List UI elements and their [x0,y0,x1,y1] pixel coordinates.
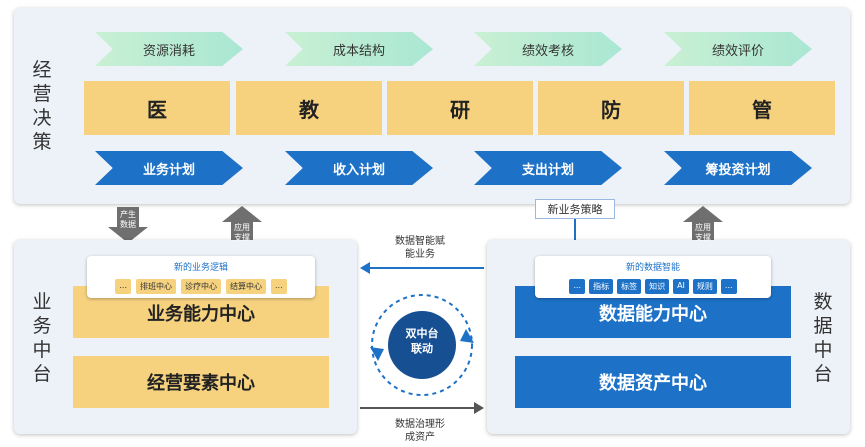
data-intelligence-box: 新的数据智能 ... 指标 标签 知识 AI 规则 ... [535,256,771,298]
chevron-top-2: 成本结构 [285,32,433,66]
empower-business-text: 数据智能赋能业务 [395,236,445,260]
arrow-up-support-right: 应用支撑 [683,206,723,242]
produce-data-label: 产生数据 [120,210,136,229]
domain-box-4: 防 [538,81,684,135]
business-side-label: 业务中台 [32,291,52,385]
dual-platform-circle [370,294,474,396]
chevron-bottom-3: 支出计划 [474,151,622,185]
decision-side-label: 经营决策 [32,59,52,153]
chevron-bottom-1: 业务计划 [95,151,243,185]
intel-chip-5: AI [673,279,689,294]
business-logic-title: 新的业务逻辑 [173,263,228,273]
intel-chip-4: 知识 [645,279,670,294]
empower-arrow-left [360,262,484,274]
business-logic-box: 新的业务逻辑 ... 排班中心 诊疗中心 结算中心 ... [87,256,315,298]
governance-text: 数据治理形成资产 [395,419,445,443]
logic-chip-5: ... [271,279,287,294]
intel-chip-1: ... [569,279,586,294]
arrow-up-support-left: 应用支撑 [222,206,262,242]
operation-elements-center: 经营要素中心 [73,356,329,408]
logic-chip-1: ... [115,279,131,294]
new-strategy-label: 新业务策略 [535,199,615,219]
governance-arrow-right [360,402,484,414]
intel-chip-6: 规则 [692,279,717,294]
chevron-bottom-2: 收入计划 [285,151,433,185]
chevron-top-1: 资源消耗 [95,32,243,66]
logic-chip-4: 结算中心 [226,279,266,294]
intel-chip-7: ... [720,279,737,294]
data-side-label: 数据中台 [813,291,833,385]
domain-box-5: 管 [689,81,835,135]
dual-platform-label: 双中台联动 [405,327,439,355]
chevron-top-3: 绩效考核 [474,32,622,66]
logic-chip-3: 诊疗中心 [181,279,221,294]
data-intelligence-title: 新的数据智能 [625,263,680,273]
intel-chip-2: 指标 [589,279,614,294]
chevron-top-4: 绩效评价 [664,32,812,66]
domain-box-1: 医 [84,81,230,135]
logic-chip-2: 排班中心 [136,279,176,294]
domain-box-3: 研 [387,81,533,135]
support-left-label: 应用支撑 [234,223,250,242]
chevron-bottom-4: 筹投资计划 [664,151,812,185]
domain-box-2: 教 [236,81,382,135]
support-right-label: 应用支撑 [695,223,711,242]
arrow-down-produce-data: 产生数据 [108,207,148,243]
intel-chip-3: 标签 [617,279,642,294]
data-asset-center: 数据资产中心 [515,356,791,408]
